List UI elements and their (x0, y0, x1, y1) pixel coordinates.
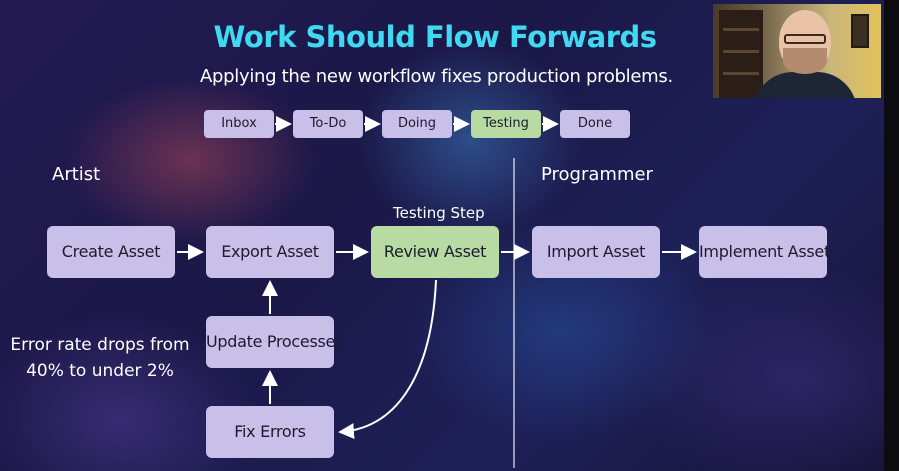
stage-to-do: To-Do (293, 110, 363, 138)
slide-subtitle: Applying the new workflow fixes producti… (200, 66, 673, 87)
stage-doing: Doing (382, 110, 452, 138)
presenter-torso (753, 72, 857, 98)
box-fix-errors: Fix Errors (206, 406, 334, 458)
arrow-review-to-fix (338, 279, 437, 440)
box-create-asset: Create Asset (47, 226, 175, 278)
box-import-asset: Import Asset (532, 226, 660, 278)
role-divider (513, 158, 515, 468)
bookshelf-icon (719, 10, 763, 98)
presenter-glasses (784, 34, 826, 44)
error-rate-line-2: 40% to under 2% (26, 361, 174, 381)
error-rate-note: Error rate drops from 40% to under 2% (10, 332, 190, 384)
box-update-processes: Update Processes (206, 316, 343, 368)
stage-testing: Testing (471, 110, 541, 138)
role-artist: Artist (52, 164, 101, 185)
box-review-asset: Review Asset (371, 226, 499, 278)
box-implement-asset: Implement Asset (699, 226, 830, 278)
presenter-beard (783, 48, 827, 74)
stage-inbox: Inbox (204, 110, 274, 138)
slide-title: Work Should Flow Forwards (213, 20, 657, 54)
role-programmer: Programmer (541, 164, 653, 185)
testing-step-label: Testing Step (393, 204, 485, 222)
wall-frame-icon (851, 14, 869, 48)
error-rate-line-1: Error rate drops from (10, 335, 190, 355)
box-export-asset: Export Asset (206, 226, 334, 278)
presenter-webcam (713, 4, 881, 98)
stage-done: Done (560, 110, 630, 138)
window-edge (884, 0, 899, 471)
